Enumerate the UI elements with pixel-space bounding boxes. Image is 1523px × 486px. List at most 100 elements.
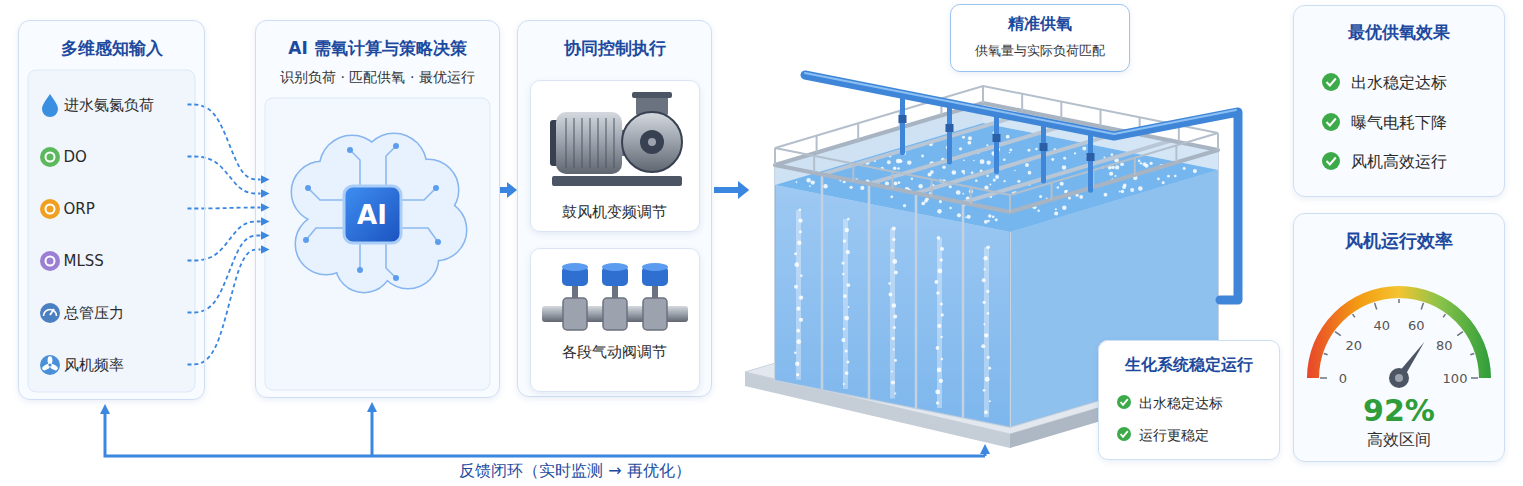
sensor-icon [42,94,58,117]
panel-background [517,20,712,397]
sensor-item: DO [38,142,188,172]
aeration-tank [915,193,918,408]
air-bubble [887,160,891,164]
air-bubble [1057,186,1060,189]
check-icon [1117,395,1131,409]
node-title: 精准供氧 [1008,13,1072,35]
railing [1009,195,1011,212]
air-bubble [1025,163,1029,167]
air-bubble [1006,135,1010,139]
sensor-item: 风机频率 [38,350,188,380]
air-bubble [1060,182,1064,186]
air-bubble [1138,160,1141,163]
signal-arrow [188,236,261,313]
ai-brain [292,134,466,292]
node-text: 出水稳定达标 [1139,393,1223,413]
gauge-tick [1375,303,1377,310]
feedback-loop [105,414,985,456]
air-bubble [921,202,925,206]
railing [774,148,776,165]
air-bubble [940,336,942,338]
ai-brain [393,143,399,149]
valve-illustration [603,298,627,330]
air-bubble [984,333,988,337]
railing [774,148,776,165]
air-bubble [892,259,897,264]
ai-brain [306,228,344,240]
air-bubble [987,356,990,359]
air-bubble [1109,172,1113,176]
panel-inset [265,98,490,390]
air-bubble [986,290,989,293]
air-bubble [983,301,986,304]
ai-brain [386,146,396,186]
node-text: 供氧量与实际负荷匹配 [975,41,1105,61]
air-bubble [921,155,924,158]
air-bubble [1079,195,1083,199]
blower-illustration [613,118,615,168]
air-bubble [984,220,988,224]
sensor-icon [49,363,59,371]
sensor-icon [46,257,55,266]
flow-arrow [714,187,738,193]
blower-illustration [589,118,591,168]
gauge-panel: 风机运行效率92%高效区间 [1293,213,1505,462]
gauge-dial [1307,286,1491,378]
air-bubble [892,303,896,307]
railing [1217,133,1219,150]
valve-illustration [572,284,578,298]
air-bubble [965,217,967,219]
node-title: AI [357,199,387,231]
air-pipe [900,94,905,153]
status-card: 生化系统稳定运行出水稳定达标运行更稳定 [1098,340,1280,460]
air-bubble [1112,166,1115,169]
air-bubble [890,229,895,399]
equipment-card: 各段气动阀调节 [530,248,700,392]
air-bubble [846,283,850,287]
sensor-icon [40,199,60,219]
card-background [1098,340,1280,460]
blower-illustration [622,112,682,172]
node-text: 92% [1363,393,1435,429]
aeration-tank [822,174,963,417]
air-bubble [1167,175,1170,178]
node-text: 曝气电耗下降 [1351,112,1447,134]
gauge-tick [1471,377,1478,379]
air-bubble [981,344,985,348]
air-bubble [799,318,803,322]
feedback-loop [984,454,987,456]
air-bubble [811,180,815,184]
air-bubble [1130,188,1134,192]
node-title: AI 需氧计算与策略决策 [288,35,466,61]
signal-arrow [188,222,261,261]
air-bubble [1062,165,1067,170]
air-bubble [794,285,798,289]
air-bubble [1017,180,1020,183]
air-bubble [799,230,802,233]
air-bubble [1003,180,1005,182]
sensor-icon [46,205,55,214]
air-bubble [959,147,962,150]
air-bubble [937,324,941,328]
air-bubble [1014,170,1016,172]
blower-illustration [565,118,567,168]
signal-arrow [188,208,261,209]
loop-label: 反馈闭环（实时监测 → 再优化） [453,461,697,481]
air-bubble [845,228,849,232]
valve-illustration [612,284,618,298]
air-bubble [949,207,952,210]
air-bubble [986,245,990,249]
sensor-icon [40,251,60,271]
air-bubble [930,170,934,174]
air-bubble [925,197,929,201]
sensor-item: ORP [38,194,188,224]
blower-illustration [556,112,622,174]
air-bubble [1037,209,1039,211]
air-bubble [987,220,990,223]
air-bubble [937,236,941,240]
gauge-tick [1470,354,1474,355]
air-bubble [795,361,799,365]
air-bubble [936,401,939,404]
air-bubble [843,383,845,385]
